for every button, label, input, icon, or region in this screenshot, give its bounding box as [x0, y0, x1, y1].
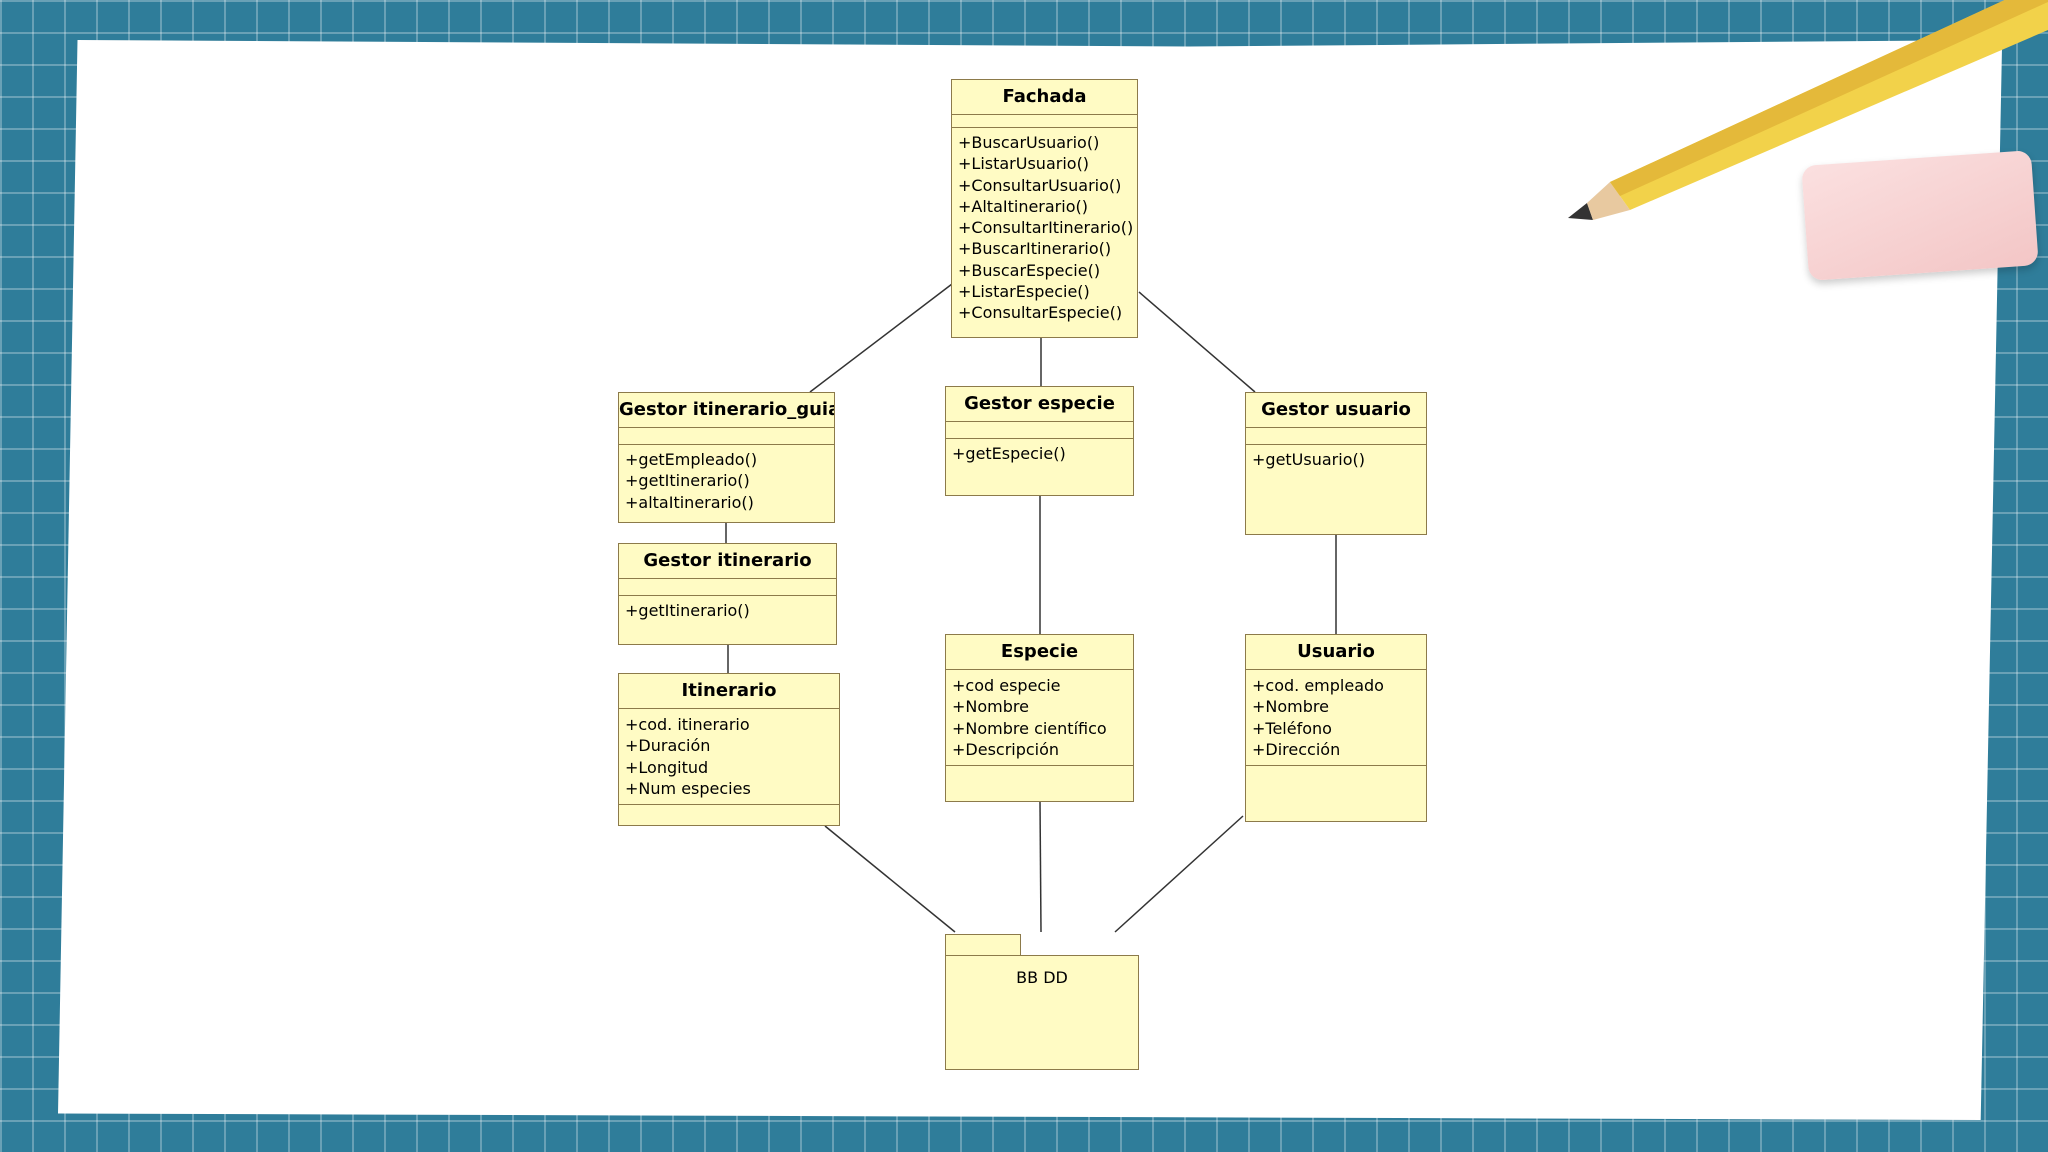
class-fachada[interactable]: Fachada +BuscarUsuario() +ListarUsuario(…: [951, 79, 1138, 338]
class-gestor-usuario[interactable]: Gestor usuario +getUsuario(): [1245, 392, 1427, 535]
operation: +ListarEspecie(): [958, 282, 1090, 302]
class-attributes: +cod. itinerario +Duración +Longitud +Nu…: [619, 709, 839, 806]
package-tab: [945, 934, 1021, 956]
attribute: +cod. empleado: [1252, 676, 1384, 695]
class-attributes: [1246, 428, 1426, 445]
attribute: +Longitud: [625, 757, 709, 777]
link-usuario-bbdd: [1114, 815, 1244, 933]
class-attributes: [952, 115, 1137, 128]
operation: +AltaItinerario(): [958, 196, 1088, 216]
class-operations: [946, 766, 1133, 774]
attribute: +Nombre: [952, 697, 1029, 717]
operation: +getUsuario(): [1252, 450, 1365, 469]
class-attributes: [619, 579, 836, 596]
attribute: +cod especie: [952, 676, 1061, 695]
operation: +ListarUsuario(): [958, 154, 1090, 174]
operation: +ConsultarItinerario(): [958, 218, 1134, 238]
attribute: +Dirección: [1252, 739, 1341, 759]
class-name: Itinerario: [619, 674, 839, 709]
attribute: +Duración: [625, 736, 711, 756]
class-gestor-especie[interactable]: Gestor especie +getEspecie(): [945, 386, 1134, 496]
package-name: BB DD: [1016, 968, 1068, 987]
package-bbdd[interactable]: BB DD: [945, 955, 1139, 1070]
class-gestor-itinerario-guia[interactable]: Gestor itinerario_guia +getEmpleado() +g…: [618, 392, 835, 523]
class-operations: [1246, 766, 1426, 774]
attribute: +cod. itinerario: [625, 715, 750, 734]
operation: +ConsultarEspecie(): [958, 303, 1123, 323]
operation: +BuscarUsuario(): [958, 133, 1100, 152]
attribute: +Nombre: [1252, 697, 1329, 717]
attribute: +Teléfono: [1252, 718, 1332, 738]
operation: +getEspecie(): [952, 444, 1066, 463]
class-operations: [619, 805, 839, 813]
attribute: +Nombre científico: [952, 718, 1107, 738]
class-name: Gestor itinerario_guia: [619, 393, 834, 428]
class-operations: +getItinerario(): [619, 596, 836, 625]
class-operations: +getUsuario(): [1246, 445, 1426, 474]
class-operations: +getEmpleado() +getItinerario() +altaIti…: [619, 445, 834, 517]
class-attributes: [946, 422, 1133, 439]
operation: +ConsultarUsuario(): [958, 175, 1122, 195]
link-fachada-gestor-usuario: [1138, 291, 1256, 393]
operation: +getEmpleado(): [625, 450, 758, 469]
class-gestor-itinerario[interactable]: Gestor itinerario +getItinerario(): [618, 543, 837, 645]
operation: +getItinerario(): [625, 601, 750, 620]
class-name: Especie: [946, 635, 1133, 670]
class-name: Gestor itinerario: [619, 544, 836, 579]
class-name: Gestor especie: [946, 387, 1133, 422]
class-attributes: +cod especie +Nombre +Nombre científico …: [946, 670, 1133, 767]
class-especie[interactable]: Especie +cod especie +Nombre +Nombre cie…: [945, 634, 1134, 802]
class-itinerario[interactable]: Itinerario +cod. itinerario +Duración +L…: [618, 673, 840, 826]
class-attributes: [619, 428, 834, 445]
eraser-icon: [1801, 150, 2039, 281]
operation: +BuscarItinerario(): [958, 239, 1112, 259]
class-usuario[interactable]: Usuario +cod. empleado +Nombre +Teléfono…: [1245, 634, 1427, 822]
class-name: Fachada: [952, 80, 1137, 115]
operation: +altaItinerario(): [625, 492, 754, 512]
attribute: +Num especies: [625, 778, 751, 798]
class-name: Gestor usuario: [1246, 393, 1426, 428]
class-operations: +getEspecie(): [946, 439, 1133, 468]
class-operations: +BuscarUsuario() +ListarUsuario() +Consu…: [952, 128, 1137, 328]
pencil-icon: [1568, 0, 2048, 220]
attribute: +Descripción: [952, 739, 1060, 759]
operation: +BuscarEspecie(): [958, 260, 1101, 280]
link-especie-bbdd: [1039, 801, 1042, 933]
link-itinerario-bbdd: [824, 825, 956, 933]
link-fachada-gestor-itinerario-guia: [809, 283, 953, 393]
class-name: Usuario: [1246, 635, 1426, 670]
operation: +getItinerario(): [625, 471, 750, 491]
class-attributes: +cod. empleado +Nombre +Teléfono +Direcc…: [1246, 670, 1426, 767]
